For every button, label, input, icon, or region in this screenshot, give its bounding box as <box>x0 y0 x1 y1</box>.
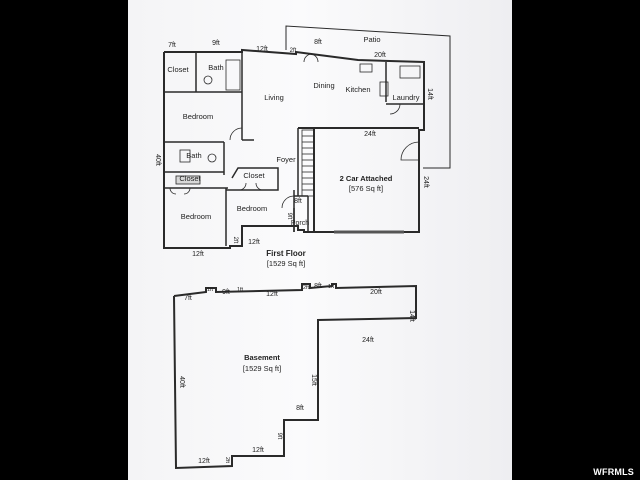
dim-label: 40ft <box>154 154 161 166</box>
room-label-closet-top: Closet <box>167 65 189 74</box>
dim-label: 1ft <box>237 287 244 293</box>
room-label-bath-mid: Bath <box>186 151 201 160</box>
dim-label: 40ft <box>178 376 185 388</box>
room-label-bedroom-3: Bedroom <box>181 212 211 221</box>
room-label-closet-mid: Closet <box>243 171 265 180</box>
basement-title: Basement <box>244 353 280 362</box>
dim-label: 9ft <box>222 289 230 296</box>
first-floor-dimensions: 7ft 9ft 12ft 2ft 8ft 20ft 14ft 24ft 24ft… <box>154 39 433 258</box>
dim-label: 1ft <box>328 284 335 290</box>
dim-label: 8ft <box>296 405 304 412</box>
door-swing-laundry <box>389 103 401 115</box>
dim-label: 20ft <box>374 52 386 59</box>
dim-label: 12ft <box>248 239 260 246</box>
door-swing-porch <box>281 195 295 209</box>
dim-label: 15ft <box>310 374 317 386</box>
room-label-laundry: Laundry <box>392 93 419 102</box>
basement-area: [1529 Sq ft] <box>243 364 281 373</box>
dim-label: 12ft <box>198 458 210 465</box>
dim-label: 12ft <box>192 251 204 258</box>
dim-label: 8ft <box>294 198 302 205</box>
floor-plan-drawing: Patio Closet Bath Living Dining Kitchen … <box>154 25 451 470</box>
door-swing-garage <box>400 141 420 161</box>
dim-label: 24ft <box>364 131 376 138</box>
room-label-living: Living <box>264 93 284 102</box>
dim-label: 24ft <box>362 337 374 344</box>
room-label-garage-area: [576 Sq ft] <box>349 184 383 193</box>
dim-label: 7ft <box>184 295 192 302</box>
first-floor-labels: Patio Closet Bath Living Dining Kitchen … <box>167 35 419 268</box>
basement-labels: Basement [1529 Sq ft] <box>243 353 281 373</box>
first-floor-area: [1529 Sq ft] <box>267 259 305 268</box>
floor-plan-sheet: Patio Closet Bath Living Dining Kitchen … <box>128 0 512 480</box>
room-label-bedroom-2: Bedroom <box>237 204 267 213</box>
room-label-patio: Patio <box>363 35 380 44</box>
dim-label: 2ft <box>224 457 230 464</box>
bath-fixtures <box>175 59 241 185</box>
room-label-kitchen: Kitchen <box>345 85 370 94</box>
watermark-logo: WFRMLS <box>593 467 634 477</box>
dim-label: 9ft <box>286 213 292 220</box>
kitchen-fixtures <box>359 63 421 97</box>
room-label-foyer: Foyer <box>276 155 296 164</box>
door-swing-patio <box>303 53 319 63</box>
dim-label: 7ft <box>168 42 176 49</box>
room-label-porch: Porch <box>291 220 309 227</box>
dim-label: 2ft <box>232 237 238 244</box>
dim-label: 14ft <box>408 310 415 322</box>
basement-exterior-wall <box>173 283 417 470</box>
room-label-bedroom-1: Bedroom <box>183 112 213 121</box>
dim-label: 8ft <box>314 283 322 290</box>
first-floor-plan <box>163 25 451 249</box>
dim-label: 12ft <box>256 46 268 53</box>
dim-label: 20ft <box>370 289 382 296</box>
room-label-dining: Dining <box>313 81 334 90</box>
stairs <box>301 129 315 197</box>
room-label-garage: 2 Car Attached <box>340 174 393 183</box>
first-floor-title: First Floor <box>266 249 306 258</box>
dim-label: 12ft <box>266 291 278 298</box>
door-swing-closets <box>169 182 263 195</box>
dim-label: 1ft <box>207 287 214 293</box>
room-label-bath-top: Bath <box>208 63 223 72</box>
dim-label: 2ft <box>290 48 297 54</box>
patio-outline <box>285 25 451 169</box>
dim-label: 14ft <box>426 88 433 100</box>
dim-label: 2ft <box>303 285 310 291</box>
dim-label: 12ft <box>252 447 264 454</box>
basement-dimensions: 7ft 1ft 9ft 1ft 12ft 2ft 8ft 1ft 20ft 14… <box>178 283 415 465</box>
door-swing-bedroom1 <box>229 127 243 141</box>
room-label-closet-left: Closet <box>179 174 201 183</box>
dim-label: 9ft <box>212 40 220 47</box>
dim-label: 9ft <box>276 433 282 440</box>
dim-label: 8ft <box>314 39 322 46</box>
dim-label: 24ft <box>422 176 429 188</box>
